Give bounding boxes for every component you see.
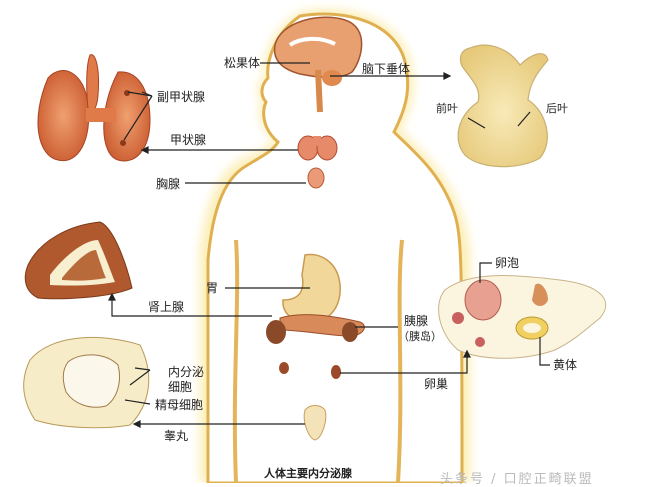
leader-lines [108,62,550,428]
label-thyroid: 甲状腺 [170,133,207,147]
pancreas-organ [266,314,365,344]
label-endocrine-cells-line2: 细胞 [168,380,193,394]
body-silhouette [200,9,470,485]
label-endocrine-cells-line1: 内分泌 [168,365,205,379]
testis-enlarged-illustration [23,337,150,429]
label-pancreatic-islets: （胰岛） [398,330,442,343]
label-posterior-lobe: 后叶 [546,102,568,115]
neck-thyroid [297,135,338,161]
label-anterior-lobe: 前叶 [436,102,458,115]
label-pituitary: 脑下垂体 [362,62,411,76]
label-ovary: 卵巢 [424,377,449,391]
label-thymus: 胸腺 [156,177,181,191]
thyroid-enlarged-illustration [37,54,151,162]
label-testis: 睾丸 [164,429,189,443]
adrenal-enlarged-illustration [24,221,133,300]
label-corpus-luteum: 黄体 [553,358,578,372]
label-pancreas: 胰腺 [404,314,429,328]
diagram-title: 人体主要内分泌腺 [264,467,352,480]
label-spermatogonia: 精母细胞 [155,398,204,412]
pituitary-enlarged-illustration [457,44,549,168]
label-adrenal: 肾上腺 [148,300,185,314]
label-stomach: 胃 [206,281,219,295]
right-ovary [331,365,341,379]
ovary-enlarged-illustration [438,275,607,359]
thymus-organ [307,167,325,189]
label-parathyroid: 副甲状腺 [157,90,206,104]
label-follicle: 卵泡 [495,256,520,270]
label-pineal: 松果体 [224,56,261,70]
watermark: 头条号 / 口腔正畸联盟 [440,472,594,487]
left-ovary [279,362,289,374]
testis-organ [303,405,327,441]
